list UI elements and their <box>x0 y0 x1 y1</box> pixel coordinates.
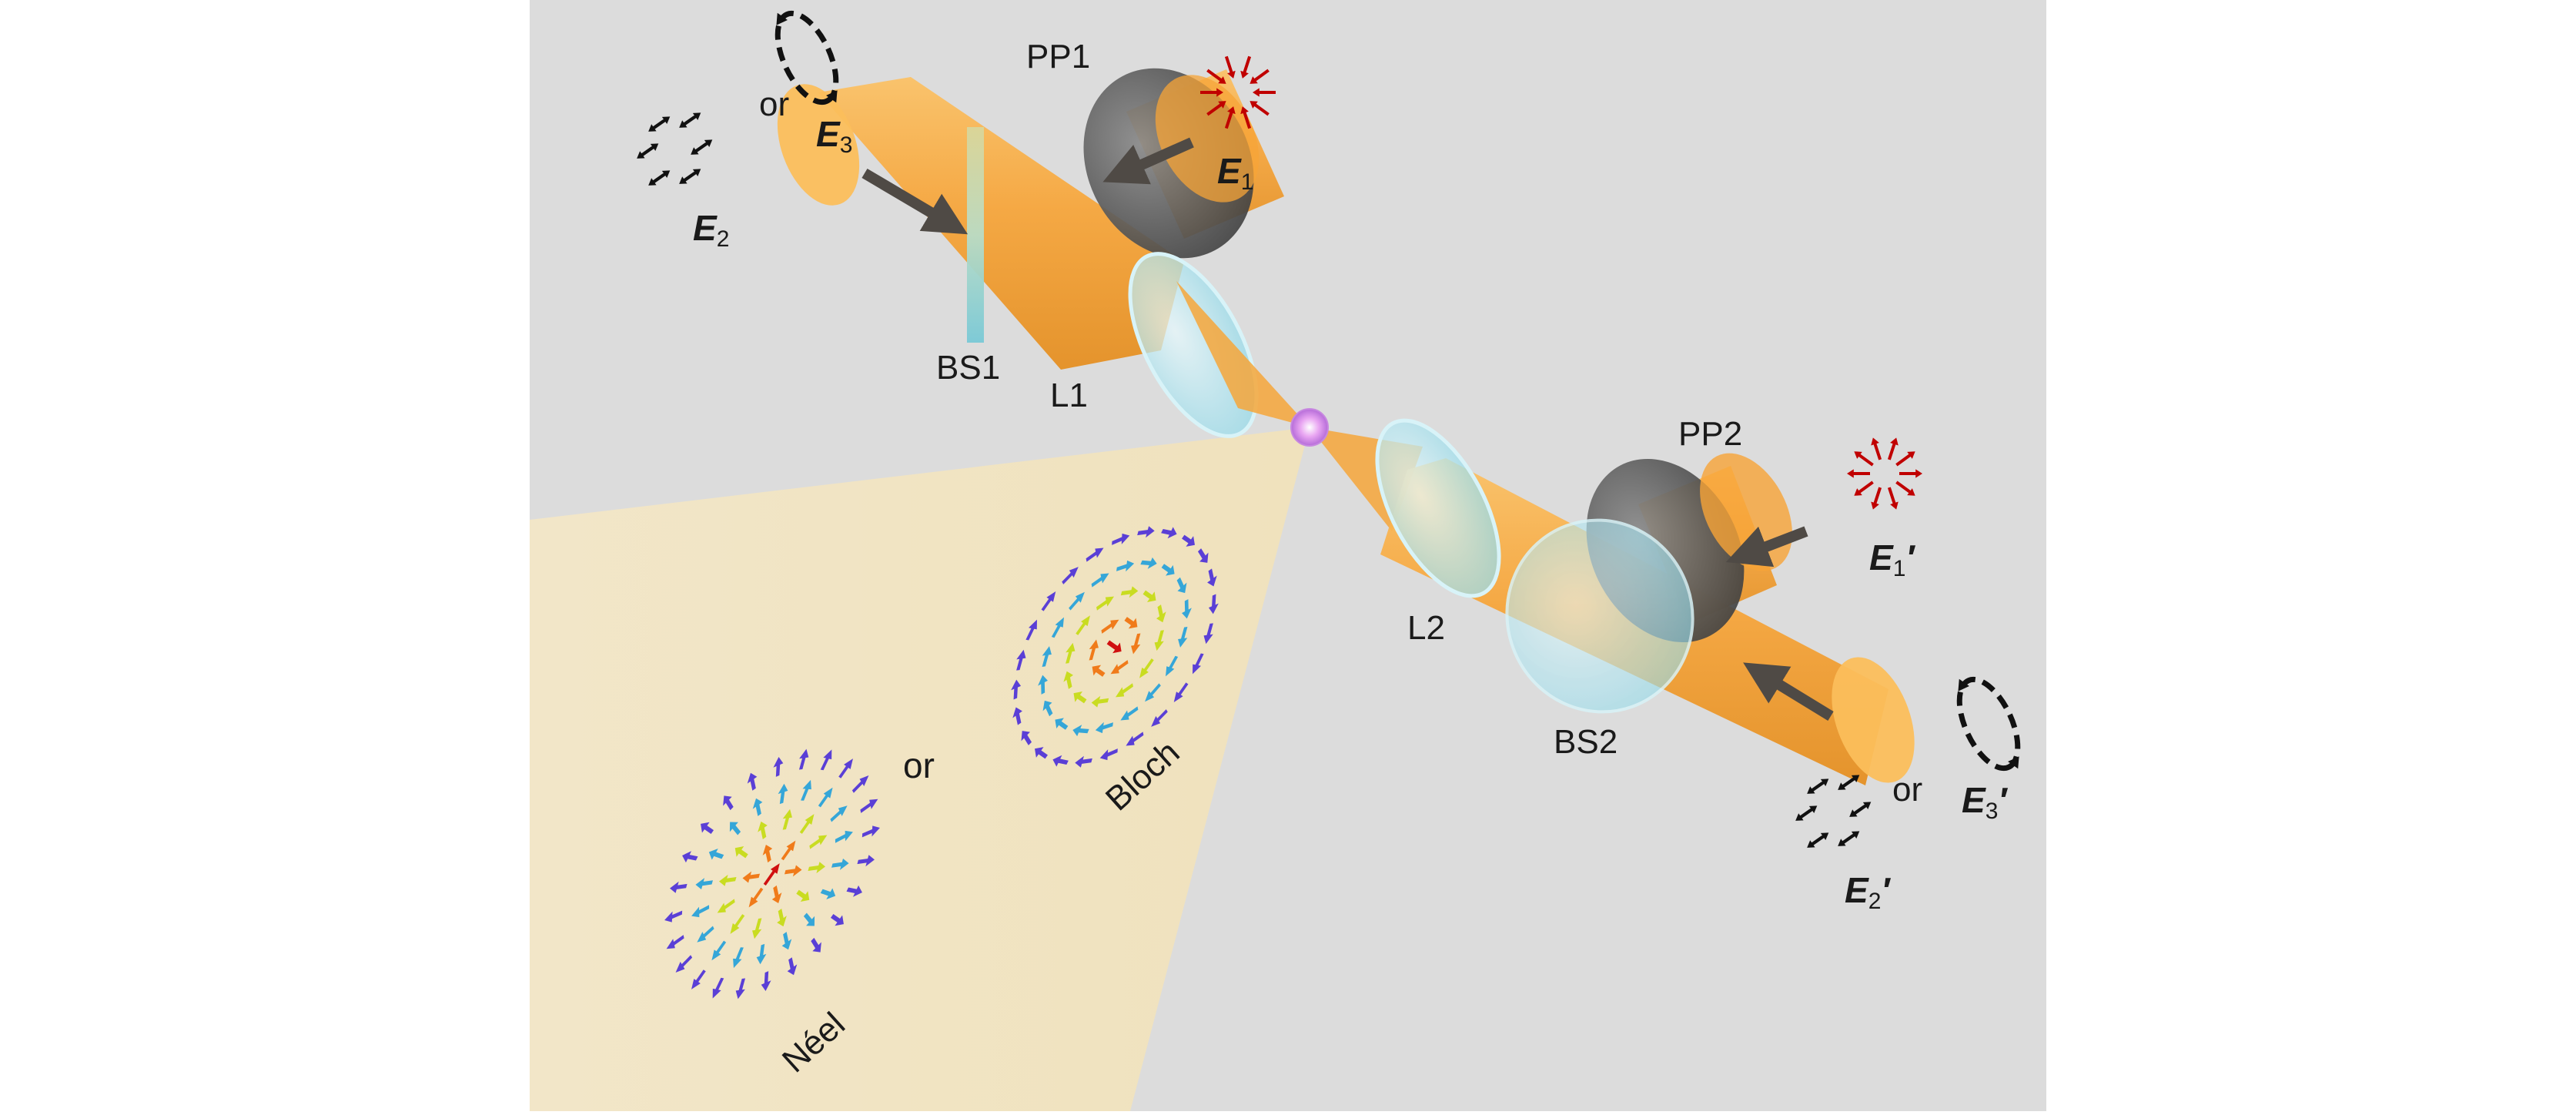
l2-label: L2 <box>1407 609 1445 647</box>
or-left-label: or <box>759 85 789 123</box>
or-right-label: or <box>1892 771 1922 809</box>
e3p-label: E3′ <box>1962 780 2008 824</box>
e1p-label: E1′ <box>1869 537 1915 581</box>
bs1-plate <box>967 127 984 343</box>
bs1-label: BS1 <box>936 349 1000 387</box>
e2p-label: E2′ <box>1845 870 1891 914</box>
or-skyrmion-label: or <box>903 745 935 785</box>
optical-setup-figure: PP1 PP2 BS1 BS2 L1 L2 or or or Néel Bloc… <box>530 0 2046 1111</box>
pp2-label: PP2 <box>1678 415 1742 453</box>
l1-label: L1 <box>1050 377 1088 414</box>
bs2-label: BS2 <box>1554 723 1618 761</box>
focal-point <box>1291 409 1328 446</box>
pp1-label: PP1 <box>1026 38 1090 75</box>
setup-diagram: PP1 PP2 BS1 BS2 L1 L2 or or or Néel Bloc… <box>530 0 2046 1111</box>
